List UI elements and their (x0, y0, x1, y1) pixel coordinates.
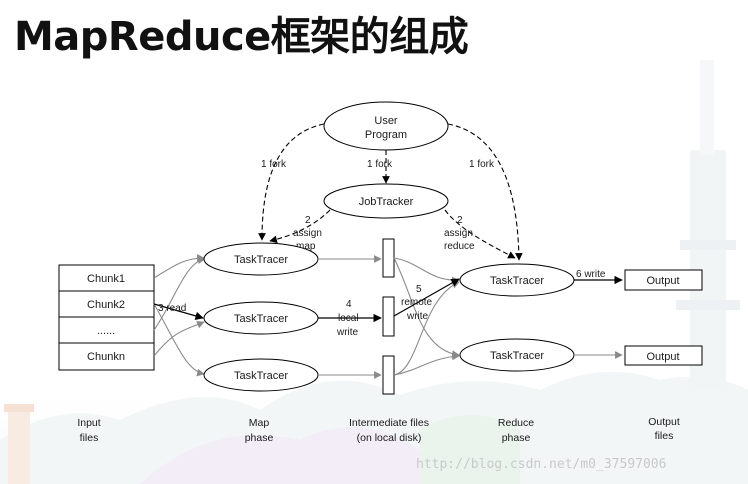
phase-input-line2: files (80, 432, 99, 444)
slide-title: MapReduce框架的组成 (14, 14, 469, 60)
phase-intermediate-line1: Intermediate files (349, 417, 429, 429)
phase-output-line1: Output (648, 416, 680, 428)
fork-arrows (258, 123, 523, 261)
phase-intermediate-line2: (on local disk) (357, 432, 422, 444)
user-program-label-line2: Program (365, 129, 407, 141)
input-to-map-arrows (153, 254, 206, 377)
job-tracker-label: JobTracker (359, 196, 414, 208)
assign-reduce-label-3: reduce (444, 241, 475, 252)
map-task-tracker-2-label: TaskTracer (234, 313, 288, 325)
output-box-1 (624, 269, 703, 291)
input-chunks: Chunk1 Chunk2 ...... Chunkn (58, 264, 155, 371)
fork-right-label: 1 fork (469, 159, 495, 170)
chunk-2-label: Chunk2 (87, 299, 125, 311)
chunk-1-label: Chunk1 (87, 273, 125, 285)
assign-map-label-2: assign (293, 228, 322, 239)
assign-reduce-label-2: assign (444, 228, 473, 239)
assign-map-label-1: 2 (305, 215, 311, 226)
remote-write-label-3: write (406, 311, 429, 322)
intermediate-to-reduce-arrows (393, 257, 460, 376)
remote-write-label-2: remote (401, 297, 433, 308)
fork-left-label: 1 fork (261, 159, 287, 170)
write-label: 6 write (576, 269, 606, 280)
phase-output-line2: files (655, 430, 674, 442)
remote-write-arrow (393, 278, 460, 317)
phase-map-line2: phase (245, 432, 274, 444)
intermediate-file-1 (382, 238, 395, 278)
output-box-2 (624, 345, 703, 366)
remote-write-label-1: 5 (416, 284, 422, 295)
local-write-label-3: write (336, 327, 359, 338)
phase-reduce-line1: Reduce (498, 417, 534, 429)
user-program-label-line1: User (374, 115, 398, 127)
chunk-2-box (58, 290, 155, 318)
reduce-task-tracker-2-label: TaskTracer (490, 350, 544, 362)
chunk-ellipsis-label: ...... (97, 325, 115, 337)
chunk-n-box (58, 342, 155, 371)
assign-map-label-3: map (296, 241, 316, 252)
phase-map-line1: Map (249, 417, 270, 429)
local-write-label-1: 4 (346, 299, 352, 310)
phase-input-line1: Input (77, 417, 100, 429)
read-label: 3 read (158, 303, 186, 314)
output-box-1-label: Output (646, 275, 679, 287)
watermark-url: http://blog.csdn.net/m0_37597006 (416, 457, 666, 472)
chunk-n-label: Chunkn (87, 351, 125, 363)
local-write-label-2: local (338, 313, 359, 324)
fork-mid-label: 1 fork (367, 159, 393, 170)
map-task-tracker-1-label: TaskTracer (234, 254, 288, 266)
phase-reduce-line2: phase (502, 432, 531, 444)
reduce-task-tracker-1-label: TaskTracer (490, 275, 544, 287)
output-box-2-label: Output (646, 351, 679, 363)
assign-reduce-label-1: 2 (457, 215, 463, 226)
intermediate-file-2 (382, 296, 395, 337)
job-tracker-node (323, 183, 449, 219)
intermediate-file-3 (382, 355, 395, 395)
read-arrow (153, 303, 204, 320)
map-task-tracker-3-label: TaskTracer (234, 370, 288, 382)
map-to-intermediate-arrows (318, 255, 382, 379)
